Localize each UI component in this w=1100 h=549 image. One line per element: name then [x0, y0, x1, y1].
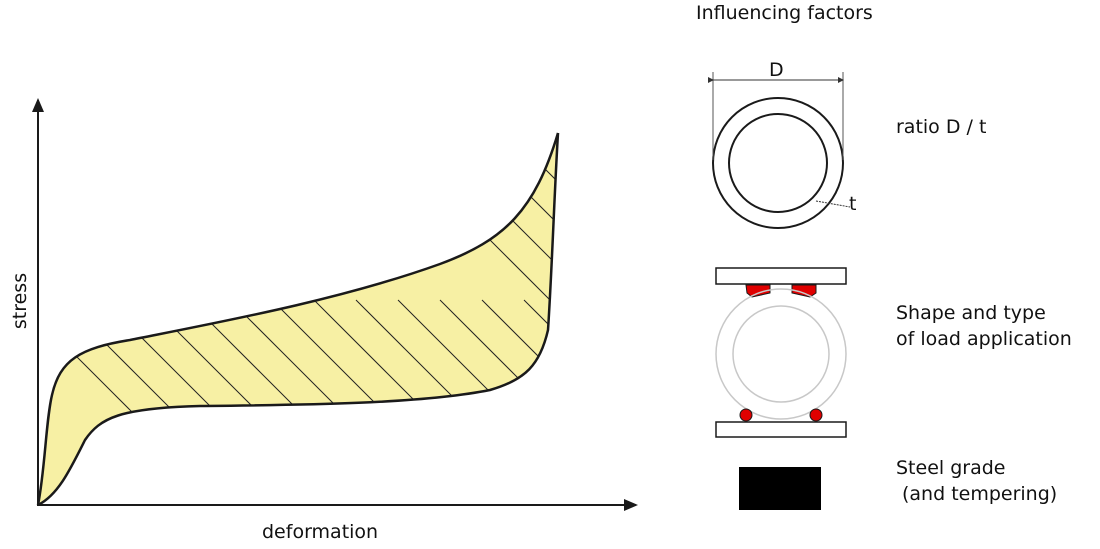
lower-support-left — [739, 408, 753, 422]
x-axis-label: deformation — [262, 521, 379, 543]
upper-curve — [36, 132, 560, 506]
loaded-tube-outer — [715, 288, 847, 420]
tube-outer-circle — [712, 97, 844, 229]
loaded-tube-inner — [732, 305, 830, 403]
hatch-line — [481, 299, 558, 501]
influencing-factors-heading: Influencing factors — [696, 2, 873, 24]
steel-factor-label: Steel grade (and tempering) — [896, 455, 1057, 507]
load-factor-line2: of load application — [896, 328, 1072, 350]
ratio-factor-label: ratio D / t — [896, 116, 987, 138]
steel-factor-line2: (and tempering) — [902, 483, 1058, 505]
upper-contact-left — [745, 284, 771, 298]
band-fill — [38, 133, 558, 505]
tube-inner-circle — [728, 113, 828, 213]
load-factor-line1: Shape and type — [896, 302, 1046, 324]
steel-grade-block — [739, 467, 821, 510]
upper-plate — [715, 267, 847, 285]
thickness-label: t — [849, 193, 856, 215]
diameter-label: D — [769, 59, 784, 81]
load-factor-label: Shape and type of load application — [896, 300, 1072, 352]
stress-deformation-band — [36, 132, 560, 507]
load-application-figure — [715, 267, 847, 438]
lower-curve — [37, 132, 560, 507]
thickness-leader — [815, 200, 851, 208]
lower-support-right — [809, 408, 823, 422]
hatch-line — [523, 299, 558, 501]
steel-factor-line1: Steel grade — [896, 457, 1006, 479]
y-axis-label: stress — [9, 272, 31, 330]
upper-contact-right — [791, 284, 817, 298]
lower-plate — [715, 421, 847, 438]
tube-cross-section: D t — [708, 59, 856, 229]
